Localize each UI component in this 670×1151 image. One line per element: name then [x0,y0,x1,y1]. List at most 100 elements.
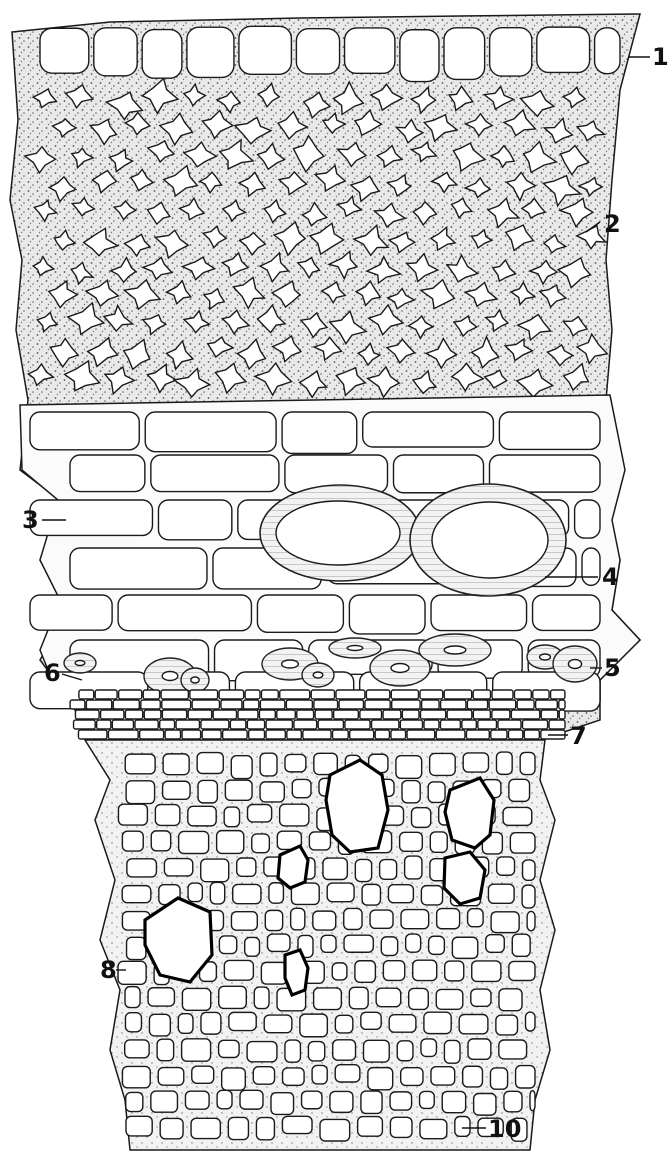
cell [409,988,429,1009]
cell [141,700,160,709]
cell [213,710,236,719]
cell [333,730,349,739]
cell [74,720,96,729]
cell [402,710,419,719]
cell [363,412,494,447]
ring-lumen [568,660,581,669]
cell [75,710,99,719]
cell [396,756,422,779]
cell [163,754,189,775]
cell [537,27,590,72]
cell [229,1012,256,1030]
label-2-text: 2 [604,210,621,238]
cell [126,781,154,804]
label-8-text: 8 [100,956,117,984]
cell [245,937,260,956]
ring-lumen [162,672,178,681]
cell [463,1066,483,1087]
cell [466,730,489,739]
cell [541,710,557,719]
cell [118,595,251,631]
cell [233,884,261,903]
cell [368,1068,393,1090]
cell [223,730,248,739]
cell [182,1039,211,1061]
label-4-text: 4 [602,563,619,591]
cell [294,720,317,729]
cell [192,700,219,709]
cell [188,710,212,719]
cell [508,730,522,739]
cell [312,1065,327,1084]
cell [271,1093,294,1115]
cell [225,780,252,800]
cell [510,833,535,853]
cell [148,988,174,1006]
cell [526,1012,535,1031]
cell [238,710,258,719]
cell [512,934,530,956]
cell [514,690,531,699]
label-5-text: 5 [604,654,621,682]
cell [474,1094,496,1116]
cell [380,860,397,880]
cell [413,960,437,980]
cell [390,1092,411,1110]
cell [420,1119,447,1138]
cell [119,690,142,699]
ring-lumen [75,661,85,666]
cell [126,1092,143,1111]
cell [444,1040,460,1063]
cell [163,781,190,799]
cell [420,710,445,719]
vessel [445,778,494,848]
cell [436,989,463,1009]
cell [201,1012,221,1034]
cell [524,730,539,739]
cell [318,720,343,729]
cell [424,1012,451,1033]
cell [292,779,311,797]
cell [499,1040,527,1059]
cell [361,1091,382,1113]
cell [261,690,278,699]
cell [165,730,180,739]
cell [125,1040,149,1058]
cell [108,730,138,739]
cell [459,1014,488,1033]
cell [30,412,139,450]
cell [268,934,290,951]
cell [224,807,239,827]
cell [392,700,420,709]
cell [86,700,111,709]
cell [311,690,334,699]
cell [321,935,336,952]
cell [336,690,365,699]
cell [291,908,305,929]
cell [330,1091,353,1112]
cell [248,804,272,821]
cell [308,1042,324,1061]
cell [437,909,460,929]
cell [468,909,483,927]
cell [491,730,507,739]
cell [143,690,159,699]
cell [431,595,527,631]
cell [176,720,199,729]
cell [164,859,192,876]
cell [179,831,209,853]
cell [360,710,382,719]
cell [126,1116,152,1136]
cell [70,455,145,492]
cell [388,885,413,903]
cell [523,860,535,880]
cell [402,781,420,803]
vessel [285,950,308,995]
cell [445,961,464,981]
cell [320,1119,350,1141]
cell [355,859,371,881]
cell [260,700,285,709]
cell [549,720,565,729]
cell [517,700,534,709]
cell [253,1067,274,1085]
